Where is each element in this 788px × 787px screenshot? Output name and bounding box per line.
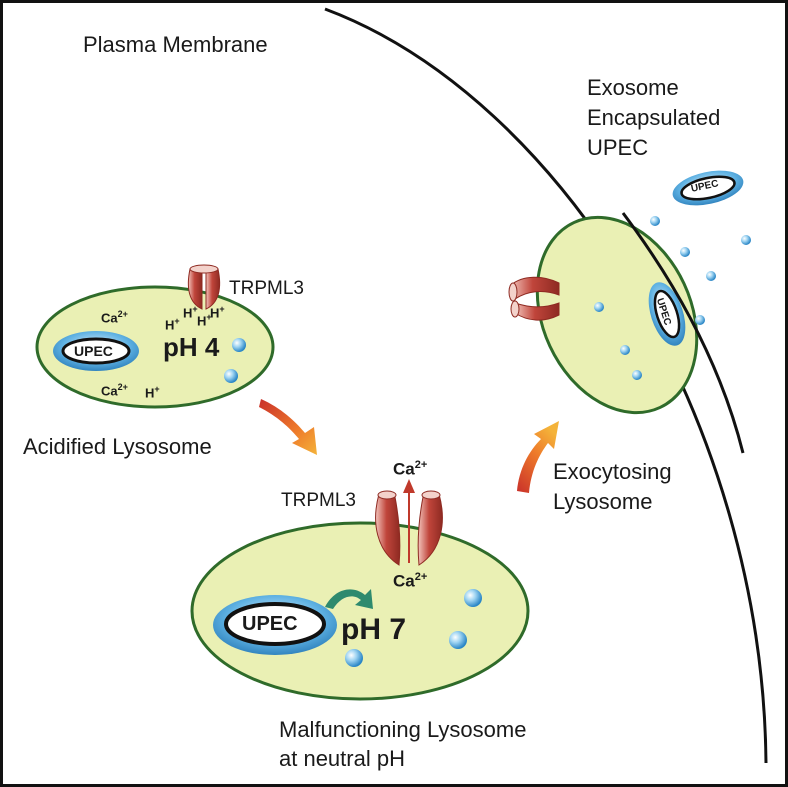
transition-arrow-up	[517, 421, 559, 493]
h-text: H	[197, 313, 207, 329]
exocytosing-lysosome	[535, 215, 699, 415]
upec-bacterium-malfunctioning	[213, 595, 337, 655]
transition-arrow-down	[259, 399, 317, 455]
acidified-lysosome-label: Acidified Lysosome	[23, 434, 212, 459]
trpml3-channel-side	[508, 276, 560, 321]
h-superscript: +	[219, 304, 225, 314]
acidified-h-3: H+	[197, 309, 212, 329]
ion-bubble	[449, 631, 467, 649]
ion-bubble	[232, 338, 246, 352]
h-text: H	[145, 385, 155, 401]
ph-shift-arrow	[325, 589, 373, 609]
released-ion-bubble	[680, 247, 690, 257]
ca-text: Ca	[393, 571, 415, 591]
acidified-ph-label: pH 4	[163, 332, 220, 362]
ca-out-label: Ca2+	[393, 455, 427, 480]
exocytosing-line1: Exocytosing	[553, 459, 672, 484]
trpml3-label-bottom: TRPML3	[281, 490, 356, 511]
exosome-upec	[672, 170, 744, 206]
ion-bubble	[345, 649, 363, 667]
acidified-upec-label: UPEC	[74, 343, 113, 359]
ion-bubble	[620, 345, 630, 355]
trpml3-label-top: TRPML3	[229, 278, 304, 299]
acidified-lysosome	[35, 285, 275, 409]
acidified-h-1: H+	[165, 313, 180, 333]
ca-superscript: 2+	[414, 571, 428, 583]
trpml3-channel-top	[187, 264, 221, 310]
ion-bubble	[594, 302, 604, 312]
plasma-membrane-label: Plasma Membrane	[83, 32, 268, 57]
ion-bubble	[224, 369, 238, 383]
trpml3-channel-bottom	[375, 479, 443, 566]
ca-text: Ca	[393, 459, 415, 479]
acidified-ca-top: Ca2+	[101, 306, 128, 326]
ca-text: Ca	[101, 310, 118, 326]
upec-bacterium-exocytosing	[648, 282, 686, 346]
diagram-canvas	[35, 7, 768, 764]
malfunctioning-lysosome-label: Malfunctioning Lysosome at neutral pH	[279, 715, 526, 773]
ion-bubble	[464, 589, 482, 607]
h-text: H	[183, 305, 193, 321]
acidified-ca-bottom: Ca2+	[101, 379, 128, 399]
exosome-title-line1: Exosome	[587, 75, 679, 100]
upec-bacterium-acidified	[53, 331, 139, 371]
h-superscript: +	[154, 384, 160, 394]
exosome-title: Exosome Encapsulated UPEC	[587, 73, 720, 163]
ca-text: Ca	[101, 383, 118, 399]
ion-bubble	[632, 370, 642, 380]
malfunctioning-line2: at neutral pH	[279, 746, 405, 771]
acidified-h-bottom: H+	[145, 381, 160, 401]
ca-superscript: 2+	[414, 459, 428, 471]
exocytosing-lysosome-label: Exocytosing Lysosome	[553, 457, 672, 517]
ca-superscript: 2+	[117, 382, 128, 392]
ca-in-label: Ca2+	[393, 567, 427, 592]
h-superscript: +	[192, 304, 198, 314]
exosome-title-line2: Encapsulated	[587, 105, 721, 130]
malfunctioning-line1: Malfunctioning Lysosome	[279, 717, 527, 742]
exocytosing-line2: Lysosome	[553, 489, 653, 514]
h-superscript: +	[206, 312, 212, 322]
released-ion-bubble	[650, 216, 660, 226]
h-superscript: +	[174, 316, 180, 326]
malfunctioning-ph-label: pH 7	[341, 613, 407, 646]
acidified-h-4: H+	[210, 301, 225, 321]
malfunctioning-upec-label: UPEC	[242, 613, 298, 635]
malfunctioning-lysosome	[190, 521, 530, 701]
acidified-h-2: H+	[183, 301, 198, 321]
exosome-title-line3: UPEC	[587, 135, 649, 160]
released-ion-bubble	[706, 271, 716, 281]
ca-superscript: 2+	[117, 309, 128, 319]
h-text: H	[210, 305, 220, 321]
released-ion-bubble	[695, 315, 705, 325]
h-text: H	[165, 317, 175, 333]
released-ion-bubble	[741, 235, 751, 245]
